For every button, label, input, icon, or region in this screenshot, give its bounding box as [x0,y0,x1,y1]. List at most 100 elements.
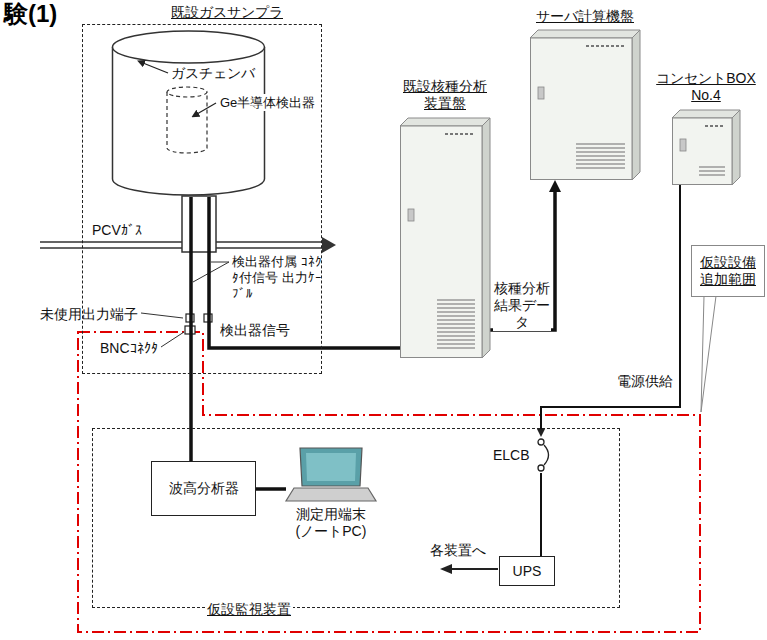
vent-slot [437,303,475,305]
outlet-box-shape [672,110,740,185]
laptop-screen [300,448,362,486]
laptop-terminal-label: 測定用端末 (ノートPC) [286,506,376,540]
laptop-screen-glare [306,453,356,481]
server-cabinet-label: サーバ計算機盤 [536,8,634,25]
cabinet-front [531,38,633,180]
connector-line [541,185,680,431]
gas-inlet-pipe [40,242,182,248]
vent-slot [576,143,625,145]
terminal-label: 未使用出力端子 [40,306,138,323]
leader-arrow [197,103,216,114]
supply-arrow-line [452,568,498,570]
laptop-terminal: 測定用端末 (ノートPC) [286,446,376,541]
vent-slot [699,170,725,172]
cabinet-handle [408,209,414,221]
ups-box-label: UPS [513,563,542,580]
monitor-unit-region: 波高分析器測定用端末 (ノートPC)UPSELCB仮設監視装置 [92,428,620,608]
ge-detector: Ge半導体検出器 [166,86,208,154]
vent-slot [576,159,625,161]
server-cabinet: サーバ計算機盤 [530,30,640,180]
detector-outline [167,92,207,153]
callout-box-label: 仮設設備 追加範囲 [699,254,757,288]
gas-chamber: Ge半導体検出器 ガスチェンバ [111,29,266,197]
connector-line [209,197,400,348]
indicator-dot [586,45,589,47]
cabinet-top [672,110,740,118]
cabinet-handle [538,87,544,99]
temporary-scope-outline [78,332,700,632]
indicator-dot [596,45,599,47]
page-title: 験(1) [4,0,57,28]
vent-slot [437,335,475,337]
detector-top [167,87,207,97]
connector-line [540,473,542,556]
chamber-top [113,31,265,63]
laptop-base [286,488,376,501]
elcb-breaker-shape [493,437,549,473]
cabinet-side [482,118,490,358]
cabinet-front [673,118,733,185]
analyzer-cabinet-label: 既設核種分析 装置盤 [395,78,495,112]
connector-label: 核種分析 結果データ [493,280,551,331]
vent-slot [576,163,625,165]
indicator-dot [710,125,713,127]
indicator-dot [705,125,708,127]
cabinet-top [400,118,490,126]
signal-label: 検出器信号 [220,322,290,339]
chamber-body [113,47,265,195]
breaker-terminal [538,465,544,471]
indicator-dot [470,133,473,135]
ups-box: UPS [499,556,555,586]
vent-slot [576,155,625,157]
monitor-unit-region-label: 仮設監視装置 [205,601,293,618]
cabinet-side [632,30,640,180]
vent-slot [576,147,625,149]
breaker-arm [544,445,549,465]
vent-slot [576,167,625,169]
vent-slot [437,327,475,329]
vent-slot [437,299,475,301]
cabinet-top [530,30,640,38]
outlet-box: コンセントBOX No.4 [672,110,740,185]
cabinet-handle [680,139,686,151]
server-cabinet-shape [530,30,640,180]
leader-line [141,262,229,347]
vent-slot [437,331,475,333]
vent-slot [699,174,725,176]
vent-slot [437,315,475,317]
indicator-dot [460,133,463,135]
detector-neck [182,196,216,252]
indicator-dot [720,125,723,127]
elcb-breaker-label: ELCB [493,447,530,464]
breaker-terminal [538,439,544,445]
indicator-dot [465,133,468,135]
connector-line [256,487,286,491]
gas-chamber-label: ガスチェンバ [171,65,255,82]
vent-slot [437,347,475,349]
vent-slot [437,323,475,325]
vent-slot [576,151,625,153]
indicator-dot [445,133,448,135]
vent-slot [437,319,475,321]
gas-outlet-arrowhead [322,237,336,253]
gas-sampler-region-label: 既設ガスサンプラ [171,4,283,21]
pulse-height-analyzer-label: 波高分析器 [169,480,239,497]
ge-detector-shape [166,86,208,154]
ge-detector-label: Ge半導体検出器 [218,94,317,111]
indicator-dot [715,125,718,127]
vent-slot [437,307,475,309]
gas-sampler-region: Ge半導体検出器ガスチェンバ既設ガスサンプラ [82,24,322,374]
indicator-dot [450,133,453,135]
indicator-dot [601,45,604,47]
cabinet-front [401,126,483,358]
callout-box: 仮設設備 追加範囲 [691,245,765,297]
elcb-breaker: ELCB [493,437,549,473]
indicator-dot [606,45,609,47]
vent-slot [699,166,725,168]
analyzer-cabinet-shape [400,118,490,358]
indicator-dot [611,45,614,47]
vent-slot [437,339,475,341]
indicator-dot [616,45,619,47]
